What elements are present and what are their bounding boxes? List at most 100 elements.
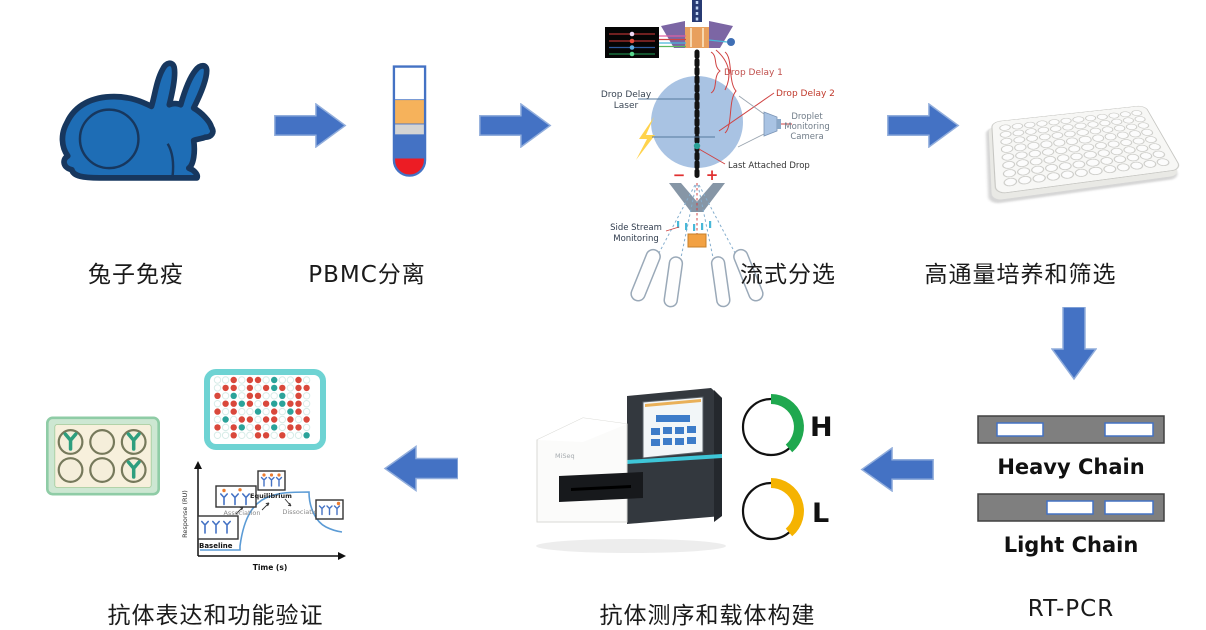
culture-plate-well bbox=[1032, 173, 1047, 184]
screen-well-dot bbox=[295, 408, 302, 415]
tube-pbmc-layer bbox=[393, 123, 426, 136]
screen-well-dot bbox=[246, 407, 254, 416]
arrow-right-3 bbox=[887, 103, 960, 148]
screen-well-dot bbox=[303, 384, 310, 392]
camera-label-1: Droplet bbox=[791, 112, 823, 122]
charge-wire bbox=[708, 38, 735, 91]
spr-curve bbox=[200, 491, 343, 551]
tube-ficoll-layer bbox=[393, 134, 426, 161]
screen-well-dot bbox=[262, 400, 270, 407]
screen-well-dot bbox=[238, 416, 245, 423]
screen-well-dot bbox=[230, 392, 237, 399]
culture-plate-well bbox=[1025, 134, 1039, 143]
culture-plate-well bbox=[1080, 142, 1095, 152]
culture-plate-well bbox=[1060, 169, 1076, 180]
equilibrium-group: Equilibrium bbox=[250, 470, 292, 507]
screen-well-dot bbox=[278, 423, 287, 432]
culture-plate-well bbox=[1125, 153, 1141, 162]
plasmid-insert-arc bbox=[770, 478, 804, 537]
culture-plate-well bbox=[1040, 140, 1054, 149]
step-label-pbmc-separation: PBMC分离 bbox=[308, 262, 426, 288]
screen-well-dot bbox=[262, 384, 270, 392]
dissociation-label: Dissociation bbox=[282, 508, 321, 516]
culture-plate-well bbox=[1112, 154, 1128, 164]
sixwell-antibodies bbox=[63, 432, 141, 479]
last-attached-drop-label: Last Attached Drop bbox=[728, 161, 810, 171]
step-label-flow-sorting: 流式分选 bbox=[740, 262, 836, 288]
culture-plate-well bbox=[1106, 139, 1121, 148]
culture-plate-well bbox=[1071, 159, 1087, 169]
culture-plate-well bbox=[1115, 162, 1131, 173]
screen-well-dot bbox=[302, 400, 311, 408]
screen-well-dot bbox=[271, 408, 278, 415]
screen-well-dot bbox=[287, 400, 294, 407]
screen-well-dot bbox=[230, 400, 237, 407]
screen-well-dot bbox=[230, 384, 237, 392]
arrow-left-2 bbox=[383, 445, 458, 492]
culture-plate-well bbox=[1103, 132, 1118, 141]
culture-plate-well bbox=[1016, 166, 1031, 177]
x-axis-arrow bbox=[338, 552, 346, 560]
culture-plate-well bbox=[1088, 166, 1104, 176]
culture-plate-well bbox=[1052, 138, 1067, 147]
culture-plate-wells bbox=[991, 105, 1183, 195]
antibody-y-icon bbox=[126, 432, 141, 451]
culture-plate-well bbox=[1150, 149, 1167, 159]
arrow-left-1 bbox=[860, 447, 934, 492]
plasmid-heavy-icon: H bbox=[741, 394, 833, 457]
screen-well-dot bbox=[295, 392, 302, 399]
culture-plate-well bbox=[1085, 158, 1101, 168]
rabbit-icon bbox=[59, 60, 216, 181]
equilibrium-label: Equilibrium bbox=[250, 492, 292, 500]
screen-well-dot bbox=[271, 384, 278, 392]
laser-flash-icon bbox=[636, 117, 655, 160]
screen-well-dot bbox=[295, 376, 302, 384]
spr-sensorgram-chart: Response (RU) Time (s) Baseline Associat… bbox=[181, 461, 346, 572]
screen-well-dot bbox=[303, 416, 310, 423]
gel-band bbox=[996, 422, 1044, 437]
culture-plate-well bbox=[1049, 125, 1063, 133]
screen-well-dot bbox=[214, 424, 221, 431]
culture-plate-well bbox=[1000, 144, 1014, 154]
culture-plate-well bbox=[1014, 150, 1029, 160]
screen-well-dot bbox=[230, 376, 237, 384]
screen-well-dot bbox=[254, 424, 262, 431]
light-chain-label: Light Chain bbox=[1003, 533, 1139, 557]
side-stream-label-1: Side Stream bbox=[610, 223, 662, 233]
antibody-icons bbox=[318, 505, 341, 516]
culture-plate-well bbox=[1000, 137, 1013, 146]
screen-well-dot bbox=[271, 424, 278, 431]
heavy-chain-label: Heavy Chain bbox=[997, 455, 1145, 479]
screen-well-dot bbox=[254, 376, 262, 384]
arrow-right-2 bbox=[479, 103, 552, 148]
screen-well-dot bbox=[221, 392, 230, 400]
step-label-expression-validation: 抗体表达和功能验证 bbox=[107, 603, 324, 629]
culture-plate-well bbox=[1013, 143, 1028, 152]
screen-well-dot bbox=[286, 384, 295, 392]
antibody-y-icon bbox=[63, 432, 78, 451]
baseline-label: Baseline bbox=[199, 542, 233, 550]
step-label-sequencing: 抗体测序和载体构建 bbox=[599, 603, 816, 629]
culture-plate-well bbox=[1043, 155, 1058, 165]
screen-well-dot bbox=[262, 392, 270, 400]
screening-plate-icon bbox=[204, 369, 326, 450]
nozzle-icon bbox=[661, 0, 733, 48]
screen-well-dot bbox=[238, 392, 246, 400]
culture-plate-well bbox=[1074, 167, 1090, 178]
culture-plate-well bbox=[1013, 136, 1026, 144]
culture-plate-well bbox=[1017, 175, 1033, 186]
screen-well-dot bbox=[270, 392, 278, 400]
step-label-rabbit-immunization: 兔子免疫 bbox=[88, 262, 184, 288]
collection-tubes bbox=[630, 248, 764, 308]
screen-well-dot bbox=[262, 376, 270, 384]
screen-well-dot bbox=[279, 400, 286, 407]
association-label: Association bbox=[223, 509, 260, 517]
culture-plate-well bbox=[1147, 142, 1163, 151]
culture-plate-well bbox=[1063, 130, 1078, 138]
laser-box-icon bbox=[605, 27, 686, 58]
arrow-right-1 bbox=[274, 103, 347, 148]
screen-well-dot bbox=[238, 407, 246, 416]
screen-well-dot bbox=[287, 424, 294, 431]
culture-plate-well bbox=[1118, 138, 1134, 147]
dissociation-group: Dissociation bbox=[282, 499, 344, 520]
